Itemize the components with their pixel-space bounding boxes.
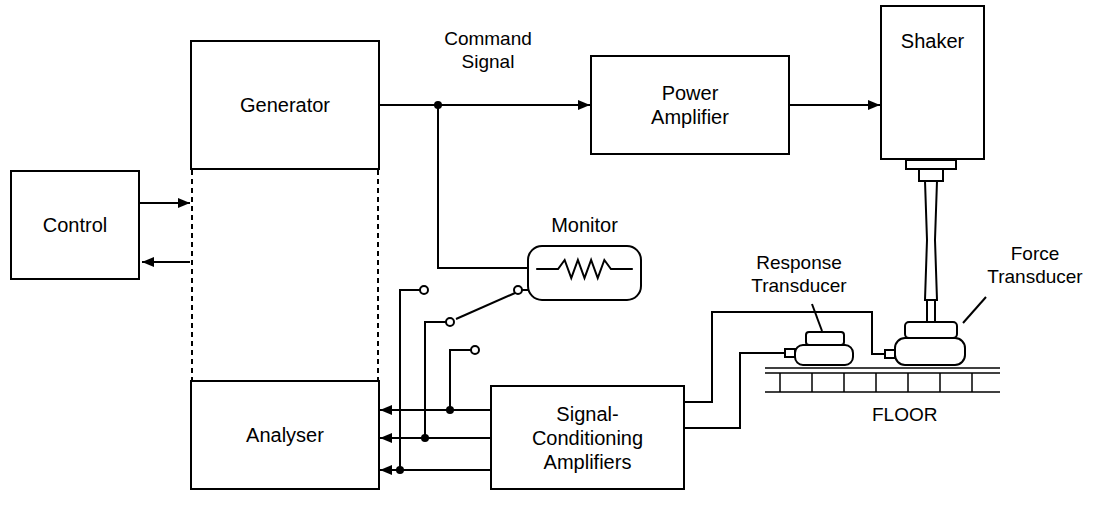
force-transducer: [885, 322, 965, 365]
switch-contact: [471, 346, 479, 354]
node-label: Monitor: [551, 213, 618, 237]
switch-wire: [400, 290, 420, 470]
switch-pole: [514, 286, 522, 294]
node-label: Shaker: [901, 29, 964, 53]
leader-line: [812, 304, 822, 331]
switch-contact: [420, 286, 428, 294]
analyser-box: Analyser: [190, 380, 380, 490]
switch-lever: [456, 293, 515, 319]
signal-label: Command Signal: [432, 28, 544, 74]
node-label: Analyser: [246, 423, 324, 447]
signal-line: [380, 105, 527, 268]
monitor-outline: [528, 246, 641, 300]
conditioning-box: Signal-Conditioning Amplifiers: [490, 385, 685, 490]
control-arrow: [140, 202, 190, 204]
node-label: Signal-Conditioning Amplifiers: [524, 402, 652, 474]
response-transducer: [785, 332, 853, 365]
switch-wire: [450, 350, 471, 410]
floor-label: FLOOR: [872, 404, 982, 427]
transducer-cable: [685, 353, 785, 428]
transducer-label: Response Transducer: [738, 252, 860, 298]
signal-line: [380, 409, 490, 411]
signal-line: [790, 104, 880, 106]
switch-wire: [522, 289, 528, 291]
shaker-box: Shaker: [880, 5, 985, 160]
amplifier-box: Power Amplifier: [590, 55, 790, 155]
monitor-box: Monitor: [527, 213, 642, 301]
generator-box: Generator: [190, 40, 380, 170]
resistor-symbol: [536, 260, 633, 278]
switch-contact: [446, 318, 454, 326]
signal-line: [380, 469, 490, 471]
control-arrow: [142, 261, 190, 263]
monitor-outline: [527, 245, 642, 301]
transducer-label: Force Transducer: [984, 243, 1086, 289]
node-label: Generator: [240, 93, 330, 117]
node-label: Control: [43, 213, 107, 237]
control-box: Control: [10, 170, 140, 280]
node-label: Power Amplifier: [630, 81, 750, 129]
leader-line: [963, 297, 986, 323]
shaker-stinger: [906, 160, 956, 322]
dashed-link: [191, 170, 193, 380]
signal-line: [380, 437, 490, 439]
dashed-link: [377, 170, 379, 380]
floor: [765, 368, 1000, 392]
switch-wire: [425, 322, 446, 438]
transducer-cable: [685, 312, 885, 402]
